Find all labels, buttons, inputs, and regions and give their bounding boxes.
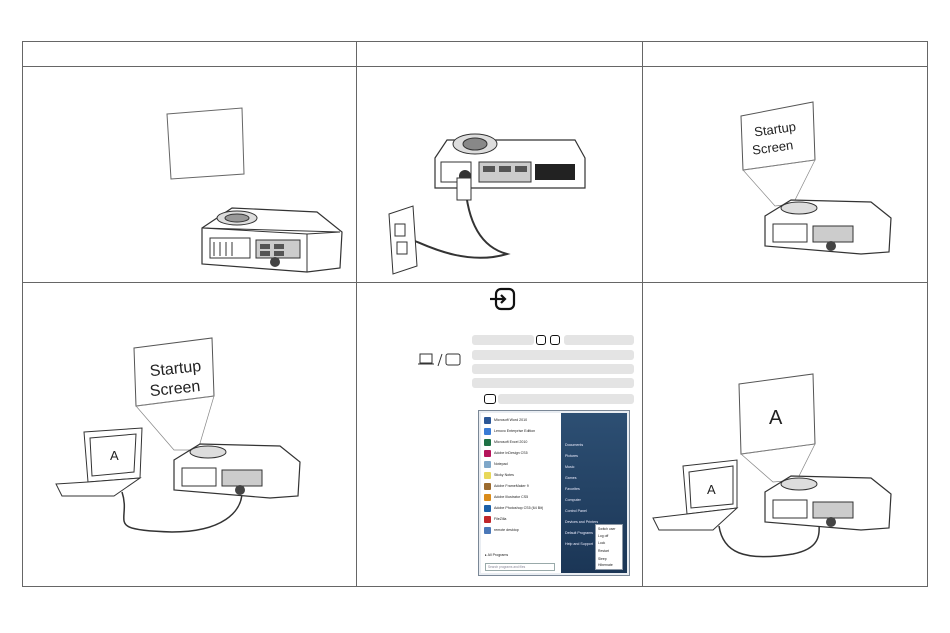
program-item[interactable]: remote desktop	[484, 525, 560, 535]
submenu-item[interactable]: Hibernate	[598, 563, 613, 567]
source-input-icon	[490, 287, 516, 311]
windows-key-highlighted	[484, 394, 496, 404]
program-item[interactable]: FileZilla	[484, 514, 560, 524]
program-label: Adobe Illustrator CS5	[494, 495, 529, 499]
program-label: Adobe Photoshop CS5 (64 Bit)	[494, 506, 544, 510]
laptop-drawing: A	[652, 459, 739, 531]
place-item[interactable]: Control Panel	[565, 509, 587, 513]
program-label: remote desktop	[494, 528, 519, 532]
program-item[interactable]: Adobe Photoshop CS5 (64 Bit)	[484, 503, 560, 513]
projector-rear-drawing	[434, 133, 586, 189]
notepad-icon	[484, 460, 491, 468]
program-label: Adobe InDesign CS5	[494, 451, 528, 455]
start-menu-places: Documents Pictures Music Games Favorites…	[561, 413, 627, 573]
program-item[interactable]: Adobe InDesign CS5	[484, 448, 560, 458]
fn-key-highlighted	[550, 335, 560, 345]
column-divider-2	[642, 42, 643, 586]
program-label: Lenovo Enterprise Edition	[494, 429, 536, 433]
laptop-screen-text: A	[110, 448, 119, 463]
word-icon	[484, 416, 491, 424]
key-row-1b	[564, 335, 634, 345]
place-item[interactable]: Help and Support	[565, 542, 593, 546]
place-item[interactable]: Favorites	[565, 487, 580, 491]
excel-icon	[484, 438, 491, 446]
key-row-5	[498, 394, 634, 404]
program-label: Adobe FrameMaker 9	[494, 484, 529, 488]
column-divider-1	[356, 42, 357, 586]
submenu-item[interactable]: Sleep	[598, 557, 607, 561]
all-programs-link[interactable]: ▸ All Programs	[485, 553, 509, 557]
step-setup-screen-illustration	[166, 107, 343, 273]
start-menu-programs: Microsoft Word 2010 Lenovo Enterprise Ed…	[481, 413, 561, 573]
key-row-2	[472, 350, 634, 360]
sticky-notes-icon	[484, 471, 491, 479]
program-item[interactable]: Lenovo Enterprise Edition	[484, 426, 560, 436]
shutdown-submenu: Switch user Log off Lock Restart Sleep H…	[595, 524, 623, 570]
program-label: Sticky Notes	[494, 473, 514, 477]
program-item[interactable]: Adobe FrameMaker 9	[484, 481, 560, 491]
place-item[interactable]: Default Programs	[565, 531, 593, 535]
step-computer-image-illustration: A A	[652, 373, 892, 558]
place-item[interactable]: Games	[565, 476, 577, 480]
place-item[interactable]: Pictures	[565, 454, 578, 458]
program-item[interactable]: Adobe Illustrator CS5	[484, 492, 560, 502]
program-item[interactable]: Microsoft Excel 2010	[484, 437, 560, 447]
submenu-item[interactable]: Switch user	[598, 527, 616, 531]
program-label: FileZilla	[494, 517, 507, 521]
display-key-highlighted	[536, 335, 546, 345]
illustrator-icon	[484, 493, 491, 501]
filezilla-icon	[484, 515, 491, 523]
place-item[interactable]: Music	[565, 465, 575, 469]
video-cable	[718, 519, 820, 558]
place-item[interactable]: Documents	[565, 443, 584, 447]
submenu-item[interactable]: Restart	[598, 549, 609, 553]
framemaker-icon	[484, 482, 491, 490]
header-cell-3	[643, 42, 928, 66]
photoshop-icon	[484, 504, 491, 512]
power-cord	[414, 181, 511, 259]
screen-text: A	[769, 407, 783, 429]
submenu-item[interactable]: Log off	[598, 534, 609, 538]
step-plug-power-illustration	[388, 133, 586, 275]
laptop-monitor-toggle-icon	[418, 353, 461, 367]
power-plug	[456, 177, 472, 201]
place-item[interactable]: Computer	[565, 498, 581, 502]
key-row-4	[472, 378, 634, 388]
program-item[interactable]: Notepad	[484, 459, 560, 469]
program-label: Microsoft Word 2010	[494, 418, 528, 422]
program-item[interactable]: Sticky Notes	[484, 470, 560, 480]
key-row-3	[472, 364, 634, 374]
step-startup-screen-illustration: Startup Screen	[740, 101, 892, 255]
program-label: Microsoft Excel 2010	[494, 440, 528, 444]
laptop-screen-text: A	[707, 482, 716, 497]
program-label: Notepad	[494, 462, 508, 466]
all-programs-label: All Programs	[487, 553, 509, 557]
screen-text-line-1: Startup	[753, 119, 797, 140]
key-row-1	[472, 335, 534, 345]
indesign-icon	[484, 449, 491, 457]
instruction-table	[22, 41, 928, 587]
row-divider	[23, 282, 927, 283]
place-item[interactable]: Devices and Printers	[565, 520, 599, 524]
lenovo-icon	[484, 427, 491, 435]
search-programs-input[interactable]: Search programs and files	[485, 563, 555, 571]
remote-desktop-icon	[484, 526, 491, 534]
screen-text-line-2: Screen	[751, 137, 794, 158]
screen-text-line-2: Screen	[149, 378, 201, 400]
header-cell-2	[357, 42, 642, 66]
projector-drawing	[764, 475, 892, 531]
projection-screen	[166, 107, 245, 180]
video-cable	[121, 491, 243, 533]
projector-drawing	[173, 443, 301, 499]
header-cell-1	[23, 42, 356, 66]
laptop-drawing: A	[55, 427, 143, 497]
screen-text-line-1: Startup	[149, 358, 202, 380]
header-row-divider	[23, 66, 927, 67]
projector-drawing	[764, 199, 892, 255]
projector-drawing	[201, 207, 343, 273]
program-item[interactable]: Microsoft Word 2010	[484, 415, 560, 425]
submenu-item[interactable]: Lock	[598, 541, 606, 545]
wall-outlet	[388, 205, 418, 275]
step-connect-computer-illustration: Startup Screen A	[55, 337, 301, 533]
